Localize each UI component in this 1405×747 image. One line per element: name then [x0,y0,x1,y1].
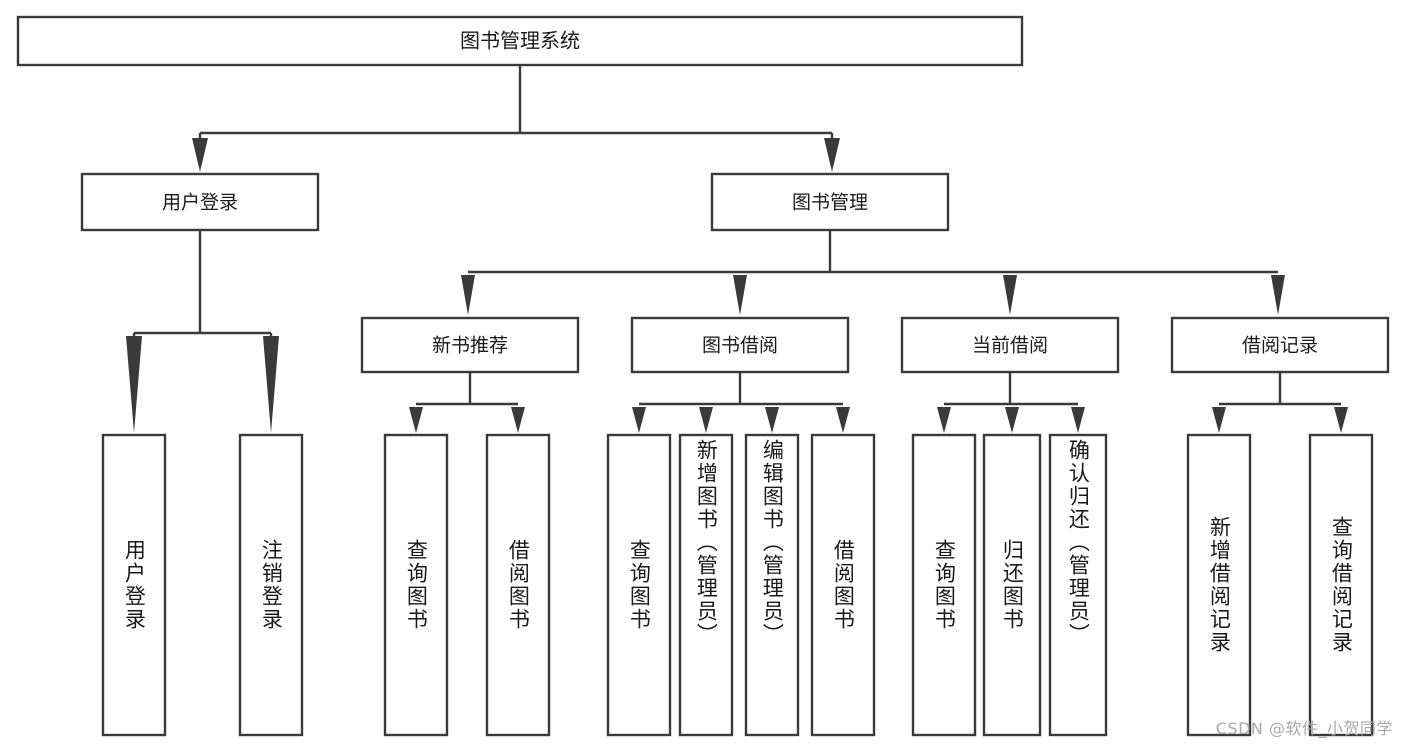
node-leaf-add-book-box[interactable] [678,433,734,737]
connector-layer [126,65,1348,433]
node-leaf-add-record-box[interactable] [1186,433,1252,737]
node-book-borrow-box[interactable] [630,316,850,374]
leaf-box-layer [101,433,1374,737]
arrow-head-leaf-query-book-1 [409,407,423,433]
arrow-head-user-login [192,138,208,172]
node-leaf-query-book-1-box[interactable] [383,433,449,737]
arrow-head-leaf-edit-book [765,407,779,433]
arrow-head-leaf-add-record [1212,407,1226,433]
node-leaf-edit-book-box[interactable] [744,433,800,737]
node-book-borrow[interactable]: 图书借阅 [630,316,850,374]
node-leaf-borrow-book-2-box[interactable] [810,433,876,737]
node-user-login-label: 用户登录 [162,192,238,214]
node-new-book-rec[interactable]: 新书推荐 [360,316,580,374]
node-leaf-query-record-box[interactable] [1308,433,1374,737]
node-book-manage-box[interactable] [710,172,950,232]
node-root-label: 图书管理系统 [460,29,580,53]
arrow-head-leaf-borrow-book-2 [836,407,850,433]
node-leaf-query-book-3-box[interactable] [911,433,977,737]
arrow-head-borrow-record [1271,275,1285,315]
arrow-head-book-manage [824,138,840,172]
node-book-manage[interactable]: 图书管理 [710,172,950,232]
node-leaf-borrow-book-1-box[interactable] [485,433,551,737]
node-new-book-rec-label: 新书推荐 [432,335,508,357]
node-user-login[interactable]: 用户登录 [80,172,320,232]
arrow-head-book-borrow [733,275,747,315]
node-leaf-logout-box[interactable] [238,433,304,737]
arrow-head-leaf-confirm-return [1071,407,1085,433]
node-borrow-record-label: 借阅记录 [1242,335,1318,357]
arrow-head-leaf-query-book-2 [632,407,646,433]
node-root-box[interactable] [16,15,1024,67]
arrow-head-leaf-return-book [1005,407,1019,433]
arrow-head-current-borrow [1003,275,1017,315]
node-leaf-user-login-box[interactable] [101,433,167,737]
arrow-head-leaf-query-book-3 [937,407,951,433]
node-leaf-query-book-2-box[interactable] [606,433,672,737]
node-book-manage-label: 图书管理 [792,192,868,214]
node-new-book-rec-box[interactable] [360,316,580,374]
node-current-borrow[interactable]: 当前借阅 [900,316,1120,374]
arrow-head-leaf-borrow-book-1 [511,407,525,433]
node-borrow-record[interactable]: 借阅记录 [1170,316,1390,374]
arrow-head-leaf-query-record [1334,407,1348,433]
node-user-login-box[interactable] [80,172,320,232]
node-borrow-record-box[interactable] [1170,316,1390,374]
node-leaf-return-book-box[interactable] [982,433,1042,737]
node-leaf-confirm-return-box[interactable] [1048,433,1108,737]
node-root[interactable]: 图书管理系统 [16,15,1024,67]
node-book-borrow-label: 图书借阅 [702,335,778,357]
node-current-borrow-box[interactable] [900,316,1120,374]
arrow-head-new-book-rec [461,275,475,315]
csdn-watermark: CSDN @软件_小贺同学 [1215,719,1393,738]
arrow-head-leaf-add-book [699,407,713,433]
node-current-borrow-label: 当前借阅 [972,335,1048,357]
